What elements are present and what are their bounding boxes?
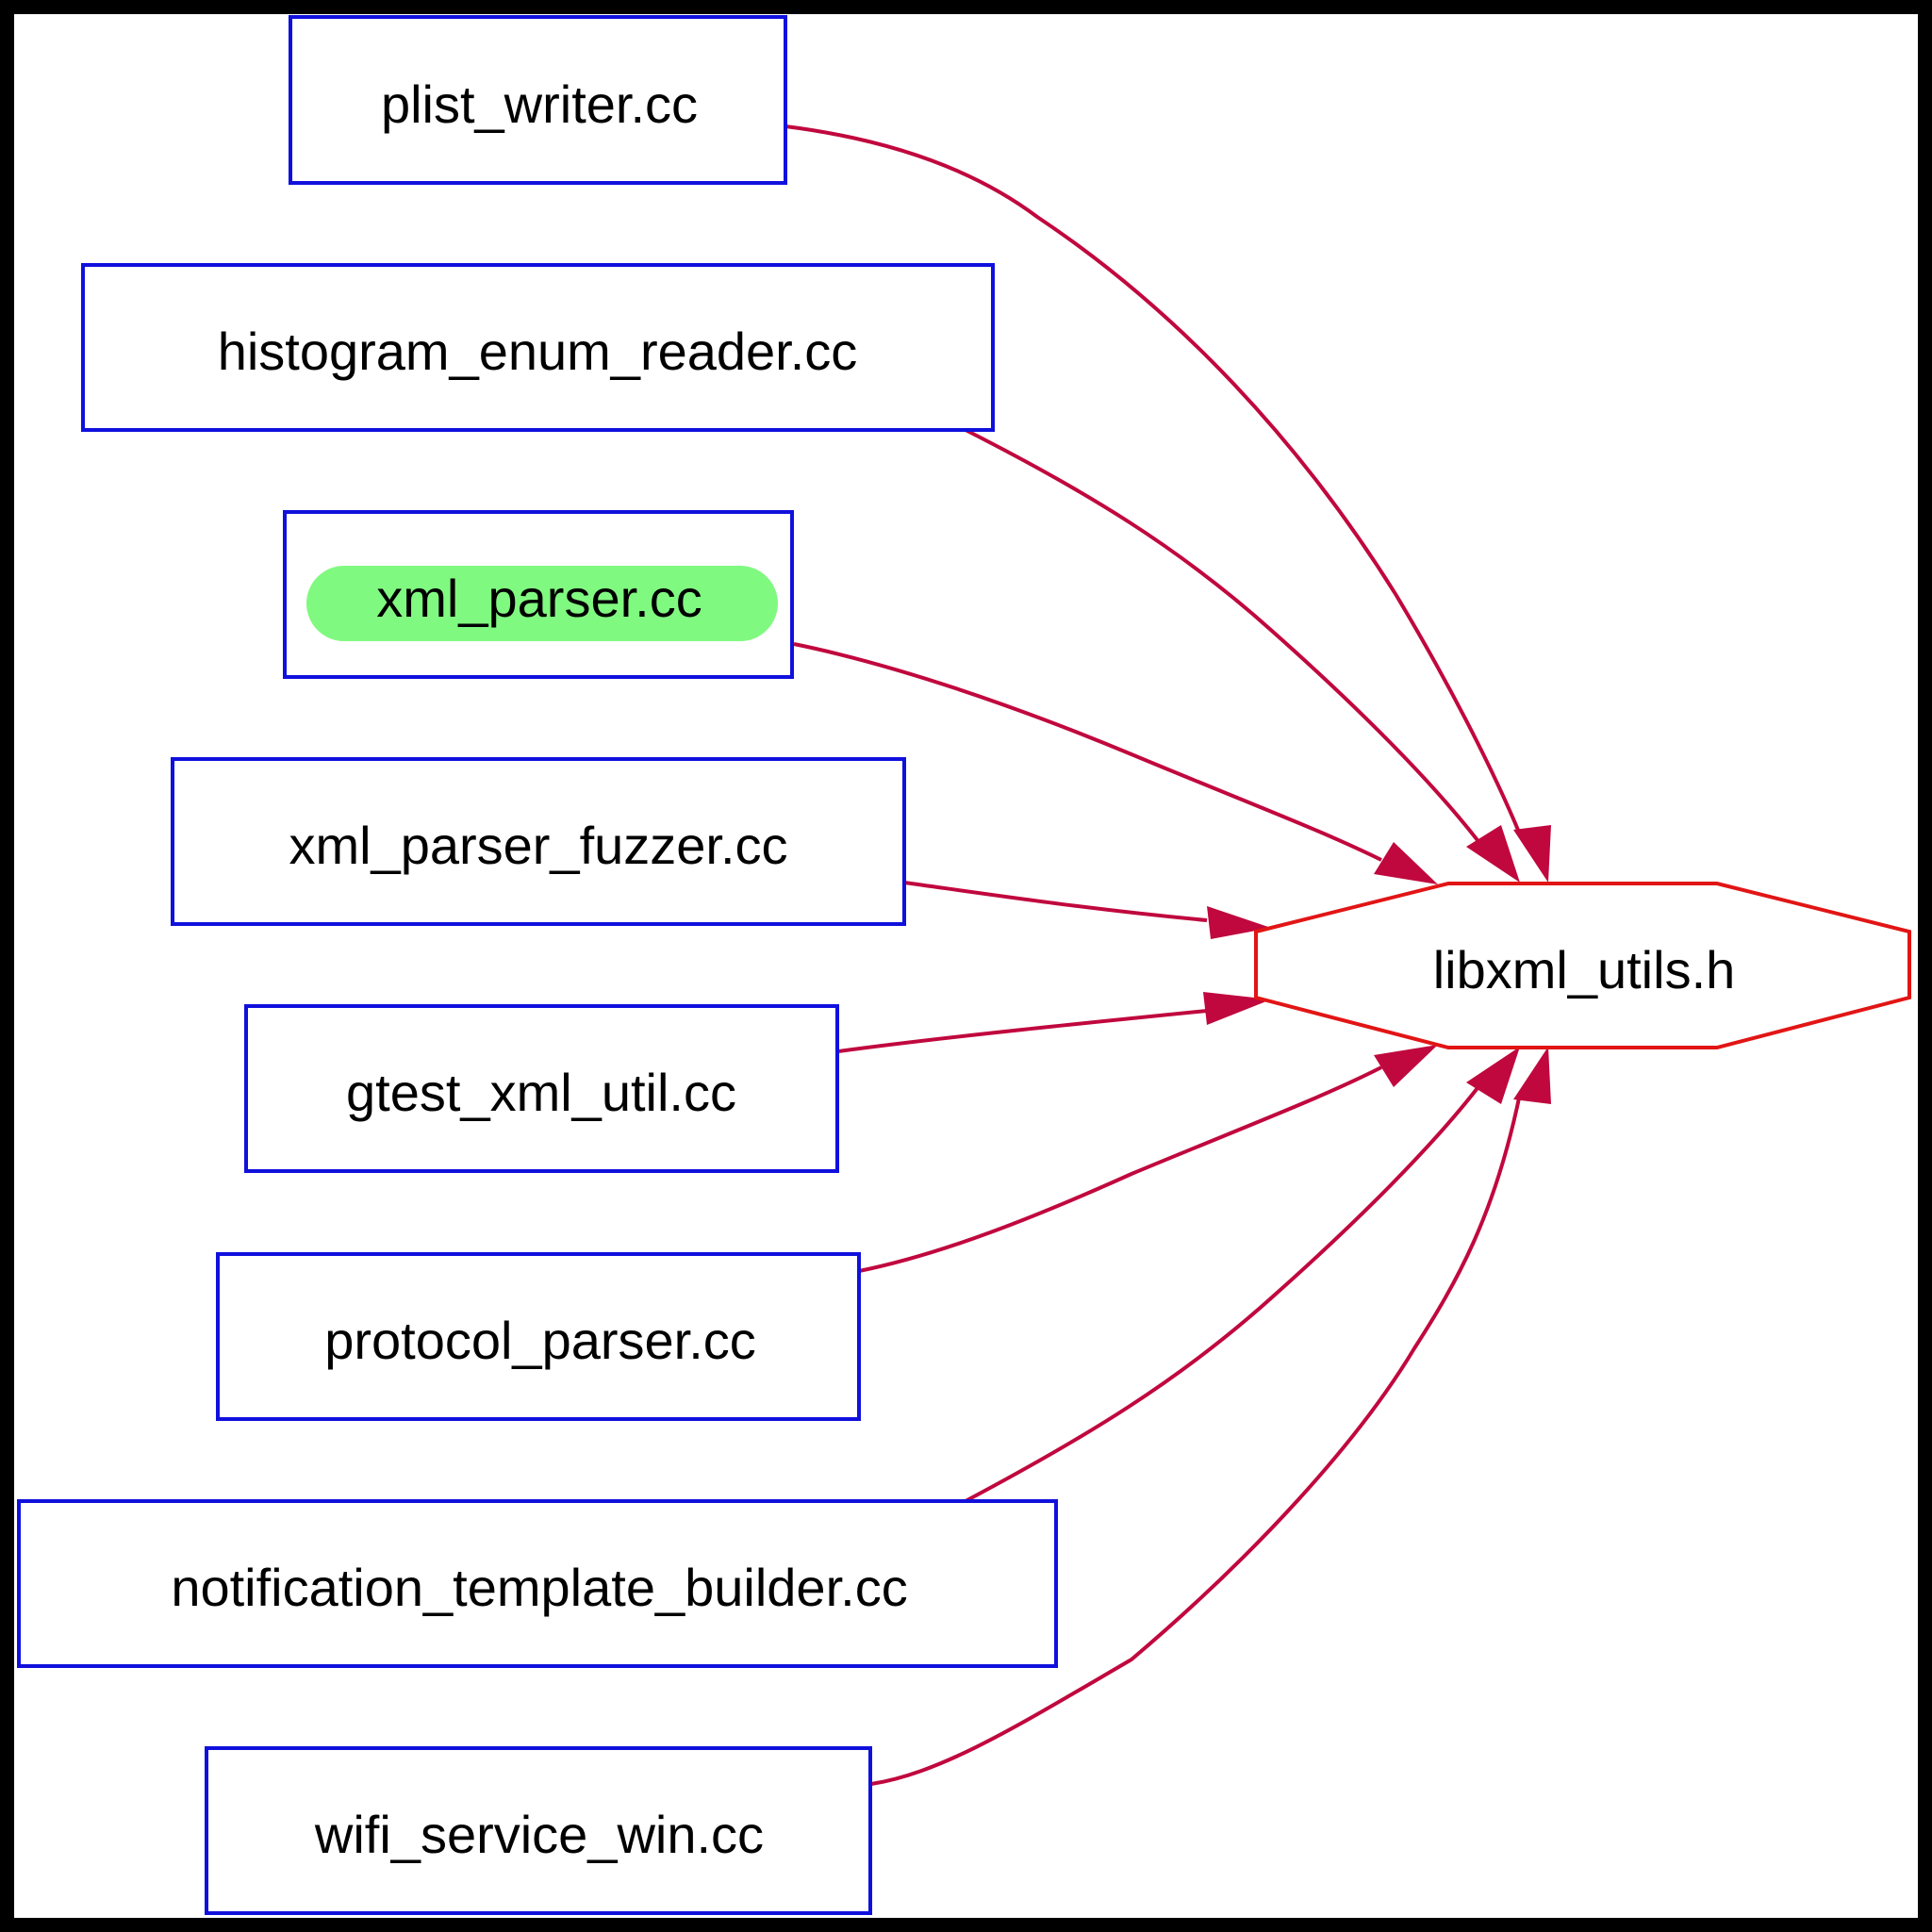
arrowhead: [1374, 842, 1438, 884]
edge-notification-template-builder: [965, 1082, 1482, 1503]
node-label: histogram_enum_reader.cc: [218, 322, 858, 381]
node-xml-parser-fuzzer[interactable]: xml_parser_fuzzer.cc: [171, 757, 906, 926]
node-box: [216, 1252, 861, 1421]
edge-wifi-service-win: [870, 1093, 1522, 1786]
node-box: [81, 263, 995, 432]
node-label: wifi_service_win.cc: [314, 1805, 764, 1864]
node-label: plist_writer.cc: [381, 74, 698, 134]
edges-layer: [784, 124, 1522, 1786]
target-octagon: [1254, 882, 1911, 1049]
edge-protocol-parser: [858, 1065, 1382, 1273]
arrowhead: [1466, 825, 1520, 883]
node-histogram-enum-reader[interactable]: histogram_enum_reader.cc: [81, 263, 995, 432]
node-plist-writer[interactable]: plist_writer.cc: [289, 15, 787, 185]
node-box: [205, 1746, 872, 1915]
arrowhead: [1207, 906, 1271, 939]
arrowhead: [1513, 825, 1551, 883]
target-label: libxml_utils.h: [1433, 940, 1736, 999]
edge-xml-parser: [793, 642, 1382, 862]
node-label: notification_template_builder.cc: [171, 1558, 907, 1617]
arrowhead: [1466, 1047, 1520, 1104]
node-notification-template-builder[interactable]: notification_template_builder.cc: [17, 1499, 1058, 1668]
node-label: xml_parser.cc: [376, 569, 702, 628]
edge-plist-writer: [784, 124, 1522, 835]
node-box: [289, 15, 787, 185]
arrowhead: [1374, 1045, 1438, 1087]
highlight-pill: [306, 566, 778, 641]
node-wifi-service-win[interactable]: wifi_service_win.cc: [205, 1746, 872, 1915]
arrowhead: [1513, 1047, 1551, 1104]
arrowhead: [1203, 992, 1271, 1025]
node-gtest-xml-util[interactable]: gtest_xml_util.cc: [244, 1004, 839, 1173]
node-box: [244, 1004, 839, 1173]
node-box: [17, 1499, 1058, 1668]
edge-gtest-xml-util: [837, 1009, 1208, 1053]
node-xml-parser[interactable]: xml_parser.cc: [283, 510, 794, 679]
edge-xml-parser-fuzzer: [903, 881, 1208, 922]
node-libxml-utils[interactable]: libxml_utils.h: [1254, 882, 1911, 1049]
node-protocol-parser[interactable]: protocol_parser.cc: [216, 1252, 861, 1421]
arrowheads-layer: [1203, 825, 1551, 1104]
node-label: xml_parser_fuzzer.cc: [289, 816, 787, 875]
node-box: [171, 757, 906, 926]
edge-histogram-enum-reader: [965, 428, 1482, 846]
node-label: gtest_xml_util.cc: [346, 1063, 736, 1122]
source-nodes: plist_writer.cc histogram_enum_reader.cc…: [17, 15, 1058, 1915]
node-label: protocol_parser.cc: [324, 1311, 756, 1370]
